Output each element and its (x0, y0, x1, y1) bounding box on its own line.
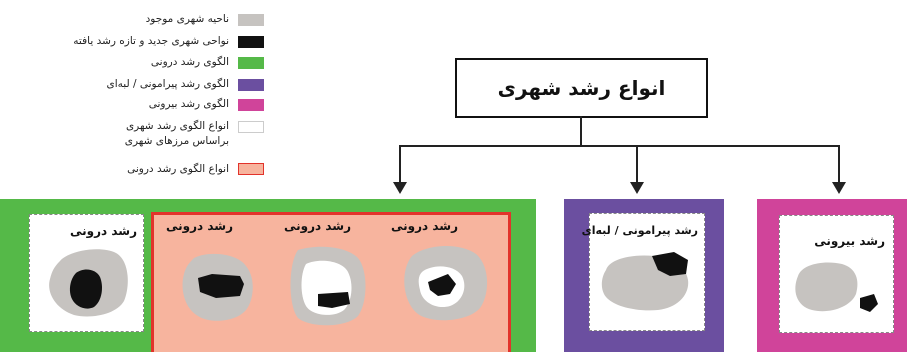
legend-label-infill-growth: الگوی رشد درونی (150, 56, 229, 68)
infill-type-2-shape (290, 246, 366, 326)
outlying-growth-label: رشد بیرونی (814, 234, 885, 248)
legend-label-edge-growth: الگوی رشد پیرامونی / لبه‌ای (106, 78, 229, 90)
legend-swatch-infill-types (238, 163, 264, 175)
outlying-growth-card: رشد بیرونی (779, 215, 894, 333)
infill-type-1-shape (182, 253, 253, 321)
legend-swatch-new-urban (238, 36, 264, 48)
edge-growth-card: رشد پیرامونی / لبه‌ای (582, 213, 705, 331)
legend-label-existing-urban: ناحیه شهری موجود (145, 13, 229, 25)
legend-swatch-infill-growth (238, 57, 264, 69)
arrow-down-icon (393, 182, 407, 194)
legend-swatch-outlying-growth (238, 99, 264, 111)
infill-type-1-label: رشد درونی (166, 219, 233, 233)
legend-label-growth-types-line2: براساس مرزهای شهری (124, 135, 229, 147)
legend-swatch-growth-types (238, 121, 264, 133)
legend-label-growth-types: انواع الگوی رشد شهری (125, 120, 229, 132)
arrow-down-icon (630, 182, 644, 194)
infill-type-3-label: رشد درونی (391, 219, 458, 233)
legend-swatch-edge-growth (238, 79, 264, 91)
legend-label-new-urban: نواحی شهری جدید و تازه رشد یافته (73, 35, 229, 47)
diagram-title: انواع رشد شهری (455, 58, 708, 118)
legend-label-infill-types: انواع الگوی رشد درونی (127, 163, 229, 175)
arrow-down-icon (832, 182, 846, 194)
infill-type-3-shape (404, 245, 488, 321)
infill-card-main: رشد درونی (29, 214, 144, 332)
edge-growth-label: رشد پیرامونی / لبه‌ای (581, 224, 698, 237)
legend-swatch-existing-urban (238, 14, 264, 26)
infill-card-label: رشد درونی (70, 224, 137, 238)
infill-type-2-label: رشد درونی (284, 219, 351, 233)
legend-label-outlying-growth: الگوی رشد بیرونی (148, 98, 229, 110)
